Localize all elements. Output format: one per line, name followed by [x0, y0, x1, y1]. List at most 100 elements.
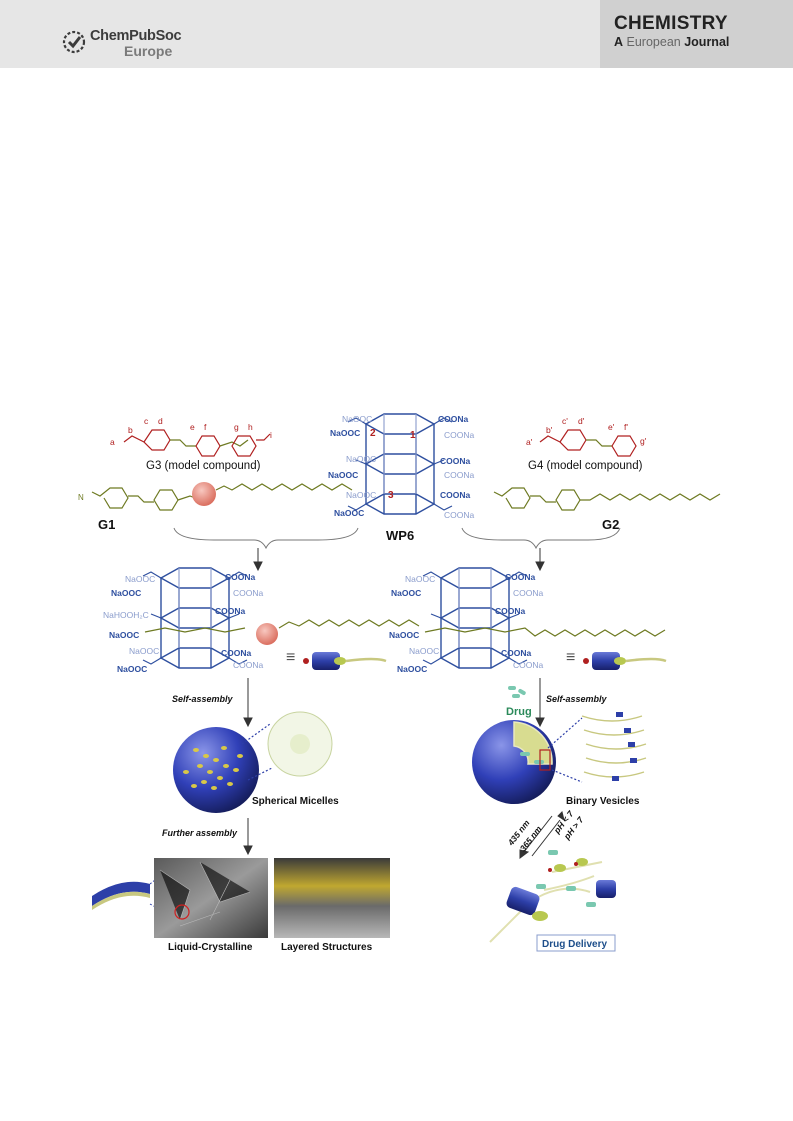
publisher-sub: Europe: [124, 43, 173, 59]
proton-label: d: [158, 416, 163, 426]
starburst-logo-icon: [62, 30, 86, 54]
arrows: [253, 548, 545, 572]
proton-label: g': [640, 436, 647, 446]
journal-a: A: [614, 35, 624, 49]
vesicle-cutaway: [513, 721, 553, 765]
carboxylate-label: COONa: [233, 660, 264, 670]
drug-delivery-label: Drug Delivery: [542, 939, 607, 950]
carboxylate-label: NaOOC: [346, 490, 376, 500]
g4-label: G4 (model compound): [528, 460, 643, 472]
further-assembly-label: Further assembly: [162, 828, 238, 838]
g2-structure: G2: [493, 487, 721, 532]
micelle-sphere: [173, 727, 259, 813]
carboxylate-label: COONa: [438, 414, 469, 424]
self-assembly-label-right: Self-assembly: [546, 694, 608, 704]
g3-label: G3 (model compound): [146, 460, 261, 472]
cartoon-complex-left: [303, 652, 387, 670]
carboxylate-label: COONa: [440, 456, 471, 466]
complex-left: NaOOC COONa NaOOC COONa NaHOOH₂C NaOOC C…: [103, 567, 420, 674]
wp6-label: WP6: [386, 528, 414, 543]
carboxylate-label: COONa: [501, 648, 532, 658]
equivalence-symbol: ≡: [286, 649, 295, 666]
proton-label: e': [608, 422, 615, 432]
g1-structure: N G1: [78, 482, 353, 532]
drug-delivery-box: [536, 934, 616, 952]
carboxylate-label: COONa: [444, 470, 475, 480]
carboxylate-label: NaOOC: [391, 588, 421, 598]
carboxylate-label: NaHOOH₂C: [103, 610, 149, 620]
proton-label: g: [234, 422, 239, 432]
proton-label: b: [128, 425, 133, 435]
carboxylate-label: NaOOC: [397, 664, 427, 674]
carboxylate-label: NaOOC: [330, 428, 360, 438]
layered-structures-label: Layered Structures: [281, 942, 373, 953]
g1-label: G1: [98, 517, 115, 532]
carboxylate-label: NaOOC: [109, 630, 139, 640]
carboxylate-label: NaOOC: [405, 574, 435, 584]
benzene-ring-highlight: [256, 623, 278, 645]
proton-label: c: [144, 416, 149, 426]
g4-structure: a' b' c' d' e' f' g' G4 (model compound): [526, 416, 647, 472]
journal-subtitle: A European Journal: [614, 35, 729, 49]
proton-label: a': [526, 437, 533, 447]
journal-european: European: [626, 35, 681, 49]
carboxylate-label: NaOOC: [342, 414, 372, 424]
carboxylate-label: NaOOC: [346, 454, 376, 464]
carboxylate-label: COONa: [513, 660, 544, 670]
carboxylate-label: NaOOC: [334, 508, 364, 518]
self-assembly-label-left: Self-assembly: [172, 694, 234, 704]
spherical-micelles-label: Spherical Micelles: [252, 796, 339, 807]
left-brace: [173, 527, 359, 550]
carboxylate-label: NaOOC: [409, 646, 439, 656]
equivalence-symbol: ≡: [566, 649, 575, 666]
cartoon-complex-right: [583, 652, 667, 670]
stimuli-arrows: [519, 811, 565, 859]
carboxylate-label: COONa: [495, 606, 526, 616]
wp6-host: NaOOC NaOOC NaOOC COONa COONa COONa NaOO…: [328, 413, 475, 520]
proton-label: f': [624, 422, 628, 432]
proton-label: i: [270, 430, 272, 440]
proton-label: b': [546, 425, 553, 435]
carboxylate-label: NaOOC: [129, 646, 159, 656]
proton-label: a: [110, 437, 115, 447]
carboxylate-label: COONa: [505, 572, 536, 582]
carboxylate-label: NaOOC: [328, 470, 358, 480]
carboxylate-label: NaOOC: [125, 574, 155, 584]
carboxylate-label: COONa: [440, 490, 471, 500]
drug-delivery-cartoon: [489, 850, 616, 943]
journal-title: CHEMISTRY: [614, 13, 728, 34]
journal-word: Journal: [684, 35, 730, 49]
publisher-name: ChemPubSoc: [90, 28, 182, 44]
liquid-crystalline-label: Liquid-Crystalline: [168, 942, 253, 953]
proton-number: 2: [370, 428, 376, 439]
carboxylate-label: COONa: [215, 606, 246, 616]
right-brace: [461, 527, 621, 550]
micelle-cross-section: [267, 711, 333, 777]
proton-number: 3: [388, 490, 394, 501]
carboxylate-label: COONa: [513, 588, 544, 598]
carboxylate-label: COONa: [233, 588, 264, 598]
proton-label: f: [204, 422, 207, 432]
svg-text:N: N: [78, 493, 84, 502]
carboxylate-label: COONa: [444, 510, 475, 520]
drug-label: Drug: [506, 706, 532, 718]
complex-right: NaOOC COONa NaOOC COONa NaOOC COONa NaOO…: [389, 567, 666, 674]
micelle-dots: [183, 746, 243, 790]
g2-label: G2: [602, 517, 619, 532]
drug-capsules: [508, 686, 526, 698]
binary-vesicles-label: Binary Vesicles: [566, 796, 640, 807]
journal-brand: CHEMISTRY A European Journal: [600, 0, 793, 68]
g3-structure: a b c d e f g h i G3 (model compound): [110, 416, 272, 472]
carboxylate-label: COONa: [444, 430, 475, 440]
bilayer-detail: [581, 715, 647, 778]
proton-number: 1: [410, 430, 416, 441]
layered-structures-micrograph: [274, 858, 390, 938]
benzene-ring-highlight: [192, 482, 216, 506]
carboxylate-label: NaOOC: [111, 588, 141, 598]
carboxylate-label: NaOOC: [389, 630, 419, 640]
carboxylate-label: COONa: [221, 648, 252, 658]
carboxylate-label: COONa: [225, 572, 256, 582]
proton-label: d': [578, 416, 585, 426]
proton-label: e: [190, 422, 195, 432]
